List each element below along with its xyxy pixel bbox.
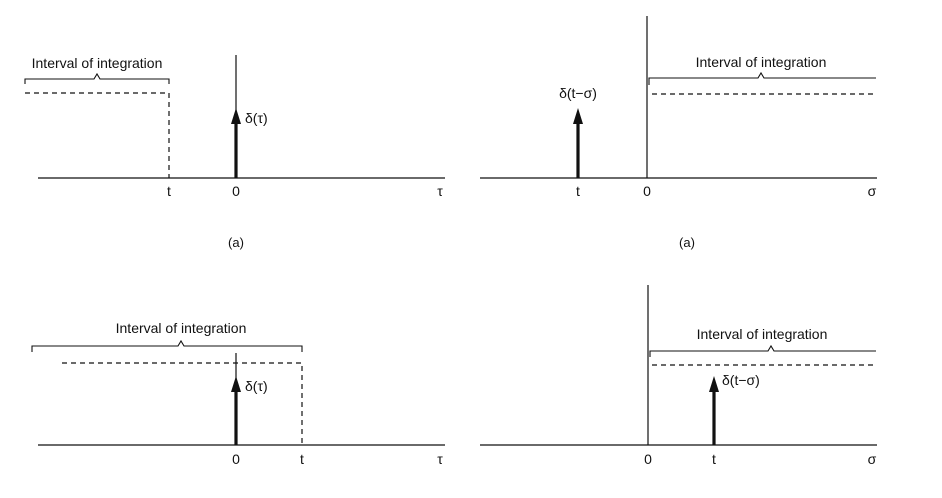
- interval-label: Interval of integration: [116, 320, 247, 336]
- impulse-arrow-head: [573, 108, 583, 124]
- interval-brace: [31, 339, 303, 352]
- panel-top-right: Interval of integration δ(t−σ) t 0 σ (a): [480, 16, 877, 250]
- interval-label: Interval of integration: [32, 55, 163, 71]
- impulse-label: δ(t−σ): [722, 372, 760, 388]
- integration-interval-dashed-boundary: [62, 362, 303, 445]
- tick-label-t: t: [300, 451, 304, 467]
- impulse-arrow-head: [709, 376, 719, 392]
- impulse-arrow-head: [231, 108, 241, 124]
- tick-label-t: t: [712, 451, 716, 467]
- panel-caption: (a): [679, 235, 695, 250]
- interval-label: Interval of integration: [697, 326, 828, 342]
- tick-label-zero: 0: [644, 451, 652, 467]
- impulse-label: δ(t−σ): [559, 85, 597, 101]
- tick-label-zero: 0: [232, 183, 240, 199]
- panel-caption: (a): [228, 235, 244, 250]
- axis-variable-label: τ: [437, 183, 443, 199]
- tick-label-t: t: [167, 183, 171, 199]
- tick-label-zero: 0: [643, 183, 651, 199]
- panel-bottom-left: Interval of integration δ(τ) 0 t τ: [31, 320, 445, 467]
- panel-top-left: Interval of integration δ(τ) t 0 τ (a): [24, 55, 445, 250]
- tick-label-zero: 0: [232, 451, 240, 467]
- tick-label-t: t: [576, 183, 580, 199]
- interval-brace: [649, 344, 876, 357]
- axis-variable-label: σ: [868, 183, 877, 199]
- interval-brace: [648, 71, 876, 85]
- axis-variable-label: σ: [868, 451, 877, 467]
- panel-bottom-right: Interval of integration δ(t−σ) 0 t σ: [480, 285, 877, 467]
- integration-interval-dashed-boundary: [25, 92, 170, 178]
- axis-variable-label: τ: [437, 451, 443, 467]
- impulse-label: δ(τ): [245, 378, 268, 394]
- interval-brace: [24, 72, 170, 84]
- interval-label: Interval of integration: [696, 54, 827, 70]
- impulse-arrow-head: [231, 376, 241, 392]
- impulse-label: δ(τ): [245, 110, 268, 126]
